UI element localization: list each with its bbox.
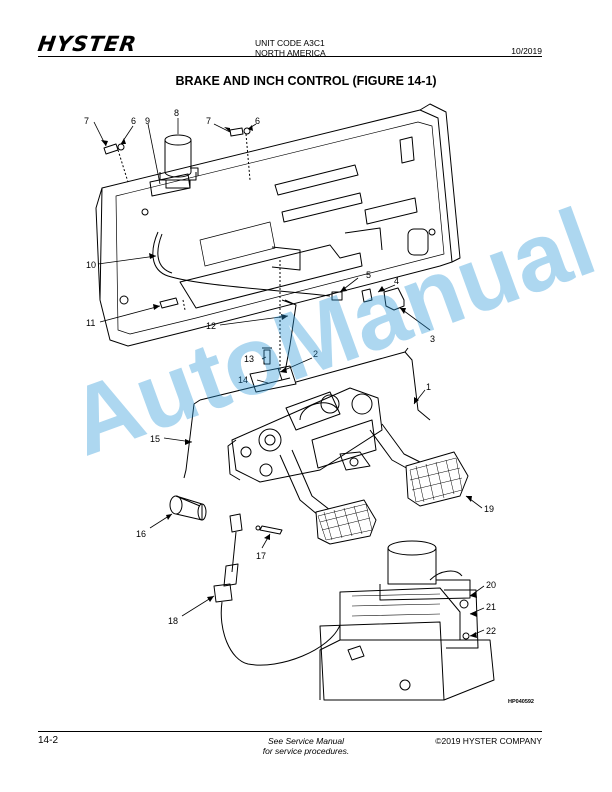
callout-10: 10: [86, 260, 96, 270]
header-rule: [38, 56, 542, 57]
callout-9: 9: [145, 116, 150, 126]
callout-2: 2: [313, 349, 318, 359]
frame-plate: [99, 109, 453, 347]
callout-19: 19: [484, 504, 494, 514]
callout-5: 5: [366, 270, 371, 280]
callout-3: 3: [430, 334, 435, 344]
see-line-1: See Service Manual: [267, 736, 345, 746]
page-header: HYSTER UNIT CODE A3C1 NORTH AMERICA 10/2…: [0, 0, 612, 64]
callout-15: 15: [150, 434, 160, 444]
callout-13: 13: [244, 354, 254, 364]
copyright: ©2019 HYSTER COMPANY: [435, 736, 542, 746]
callout-1: 1: [426, 382, 431, 392]
callout-7a: 7: [84, 116, 89, 126]
callout-8: 8: [174, 108, 179, 118]
callout-20: 20: [486, 580, 496, 590]
footer-rule: [38, 731, 542, 732]
callout-4: 4: [394, 276, 399, 286]
callout-18: 18: [168, 616, 178, 626]
callout-17: 17: [256, 551, 266, 561]
callout-16: 16: [136, 529, 146, 539]
brake-pedal-pad: [315, 499, 377, 545]
figure-id: HP040592: [508, 699, 534, 705]
callout-22: 22: [486, 626, 496, 636]
callout-6a: 6: [131, 116, 136, 126]
callout-12: 12: [206, 321, 216, 331]
callout-7b: 7: [206, 116, 211, 126]
header-date: 10/2019: [511, 46, 542, 56]
callout-14: 14: [238, 375, 248, 385]
pedal-housing: [231, 387, 383, 483]
service-manual-note: See Service Manual for service procedure…: [0, 736, 612, 756]
page-title: BRAKE AND INCH CONTROL (FIGURE 14-1): [175, 74, 437, 88]
callout-21: 21: [486, 602, 496, 612]
unit-info: UNIT CODE A3C1 NORTH AMERICA: [255, 38, 326, 58]
region: NORTH AMERICA: [255, 48, 326, 58]
callout-11: 11: [86, 318, 95, 328]
unit-code: UNIT CODE A3C1: [255, 38, 325, 48]
see-line-2: for service procedures.: [262, 746, 350, 756]
callout-6b: 6: [255, 116, 260, 126]
page-number: 14-2: [38, 735, 59, 746]
